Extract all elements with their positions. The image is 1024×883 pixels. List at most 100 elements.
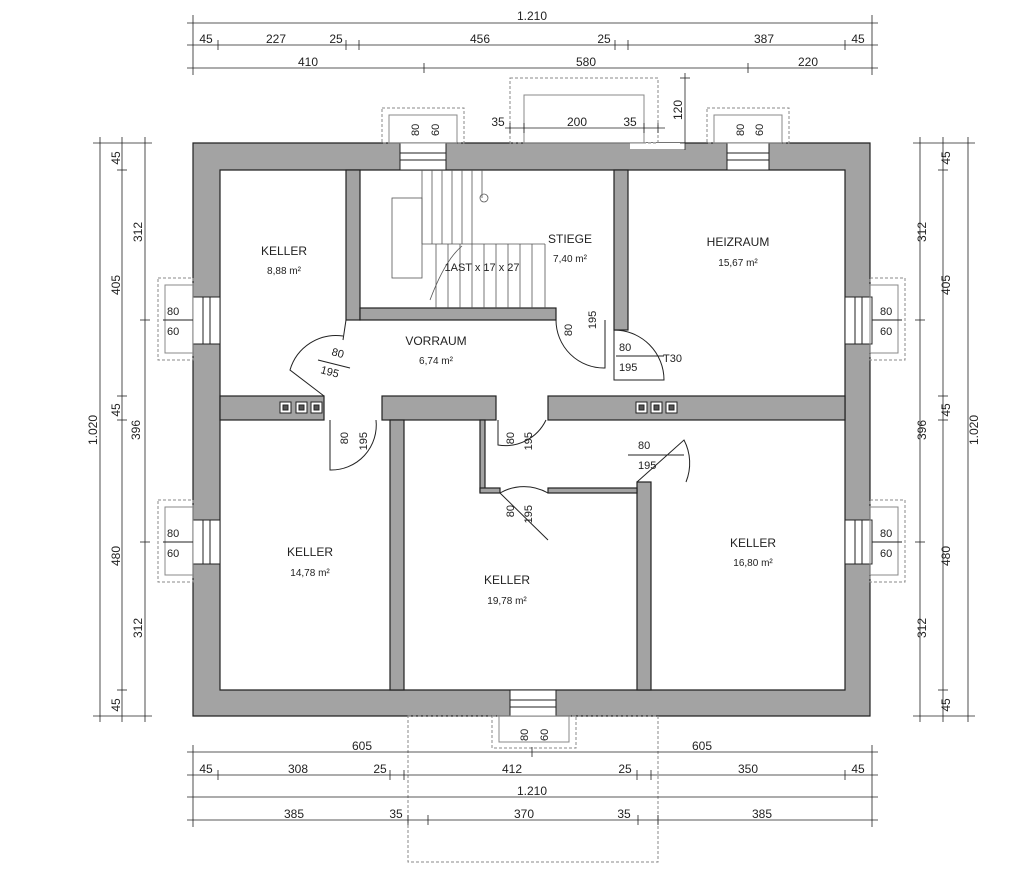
dim-left-312a: 312 <box>131 222 145 242</box>
dim-top-227: 227 <box>266 32 286 46</box>
dim-bot-385b: 385 <box>752 807 772 821</box>
dim-top-25a: 25 <box>329 32 343 46</box>
dim-left-396: 396 <box>129 420 143 440</box>
walls <box>192 142 871 717</box>
dim-top-220: 220 <box>798 55 818 69</box>
dim-right-312a: 312 <box>915 222 929 242</box>
window-labels: 80 60 80 60 80 60 80 60 80 60 80 60 80 6… <box>163 124 902 741</box>
room-name-keller-nw: KELLER <box>261 244 307 258</box>
dim-top-580: 580 <box>576 55 596 69</box>
window-right-lower-w: 80 <box>880 528 892 540</box>
window-glazing <box>202 152 863 708</box>
window-top-right-w: 80 <box>735 124 747 136</box>
wall-mid-center <box>381 395 497 421</box>
dim-bot-385a: 385 <box>284 807 304 821</box>
dim-top-45a: 45 <box>199 32 213 46</box>
dim-lw-35b: 35 <box>623 115 637 129</box>
wall-stiege-bottom <box>359 307 557 321</box>
door-4-width: 80 <box>505 505 517 517</box>
dim-top-410: 410 <box>298 55 318 69</box>
wall-corridor-left <box>479 419 486 493</box>
dim-right-480: 480 <box>939 546 953 566</box>
door-5-height: 195 <box>587 311 599 329</box>
room-area-keller-s: 19,78 m² <box>487 596 527 607</box>
door-2-height: 195 <box>358 432 370 450</box>
stair-note: 1AST x 17 x 27 <box>444 262 519 274</box>
wall-keller-stiege <box>345 169 361 321</box>
room-name-vorraum: VORRAUM <box>405 334 466 348</box>
dim-right-45a: 45 <box>939 151 953 165</box>
dim-left-45b: 45 <box>109 403 123 417</box>
door-6-height: 195 <box>619 362 637 374</box>
dim-top-25b: 25 <box>597 32 611 46</box>
door-6-width: 80 <box>619 342 631 354</box>
dim-top-387: 387 <box>754 32 774 46</box>
wall-vert-right <box>636 481 652 691</box>
window-top-left-h: 60 <box>430 124 442 136</box>
wall-mid-left <box>219 395 325 421</box>
dim-bot-35a: 35 <box>389 807 403 821</box>
dim-right-45c: 45 <box>939 698 953 712</box>
wall-vert-left <box>389 419 405 691</box>
dim-bot-605a: 605 <box>352 739 372 753</box>
door-3-height: 195 <box>523 432 535 450</box>
room-area-heizraum: 15,67 m² <box>718 258 758 269</box>
dim-left-312b: 312 <box>131 618 145 638</box>
dim-top-45b: 45 <box>851 32 865 46</box>
window-right-upper-h: 60 <box>880 326 892 338</box>
lightwells <box>157 77 906 863</box>
door-4-height: 195 <box>523 505 535 523</box>
dim-top-total: 1.210 <box>517 9 547 23</box>
door-2-width: 80 <box>339 432 351 444</box>
room-name-keller-s: KELLER <box>484 573 530 587</box>
window-right-lower-h: 60 <box>880 548 892 560</box>
dim-right-total: 1.020 <box>967 415 981 445</box>
room-name-heizraum: HEIZRAUM <box>707 235 770 249</box>
room-area-keller-se: 16,80 m² <box>733 558 773 569</box>
dim-bot-370: 370 <box>514 807 534 821</box>
door-swing-5 <box>555 319 606 369</box>
dim-bot-35b: 35 <box>617 807 631 821</box>
window-right-upper-w: 80 <box>880 306 892 318</box>
dim-left-45a: 45 <box>109 151 123 165</box>
dim-bot-45b: 45 <box>851 762 865 776</box>
door-swing-4 <box>499 486 549 541</box>
window-top-right-h: 60 <box>754 124 766 136</box>
window-top-left-w: 80 <box>410 124 422 136</box>
door-swing-3 <box>497 419 547 447</box>
dimension-text: 1.210 45 227 25 456 25 387 45 410 580 22… <box>86 9 981 821</box>
dim-right-312b: 312 <box>915 618 929 638</box>
dim-bot-412: 412 <box>502 762 522 776</box>
window-left-upper-h: 60 <box>167 326 179 338</box>
room-area-keller-sw: 14,78 m² <box>290 568 330 579</box>
wall-corridor-bottom <box>479 487 501 494</box>
staircase <box>391 170 546 308</box>
room-area-vorraum: 6,74 m² <box>419 356 454 367</box>
dim-bot-total: 1.210 <box>517 784 547 798</box>
room-area-keller-nw: 8,88 m² <box>267 266 302 277</box>
dim-left-480: 480 <box>109 546 123 566</box>
dim-bot-350: 350 <box>738 762 758 776</box>
dimension-lines <box>93 15 975 827</box>
dim-right-396: 396 <box>915 420 929 440</box>
dim-right-45b: 45 <box>939 403 953 417</box>
door-1-height: 195 <box>319 364 340 380</box>
door-3-width: 80 <box>505 432 517 444</box>
dim-right-405: 405 <box>939 275 953 295</box>
room-name-stiege: STIEGE <box>548 232 592 246</box>
dim-lw-120: 120 <box>671 100 685 120</box>
outer-wall <box>192 142 871 717</box>
wall-corridor-bottom2 <box>547 487 638 494</box>
dim-bot-25b: 25 <box>618 762 632 776</box>
dim-bot-308: 308 <box>288 762 308 776</box>
dim-bot-45a: 45 <box>199 762 213 776</box>
dim-lw-200: 200 <box>567 115 587 129</box>
wall-stiege-heizraum <box>613 169 629 331</box>
door-swing-6 <box>613 329 665 381</box>
dim-left-405: 405 <box>109 275 123 295</box>
window-bottom-h: 60 <box>539 729 551 741</box>
door-swing-7 <box>636 439 691 483</box>
dim-bot-25a: 25 <box>373 762 387 776</box>
dim-top-456: 456 <box>470 32 490 46</box>
